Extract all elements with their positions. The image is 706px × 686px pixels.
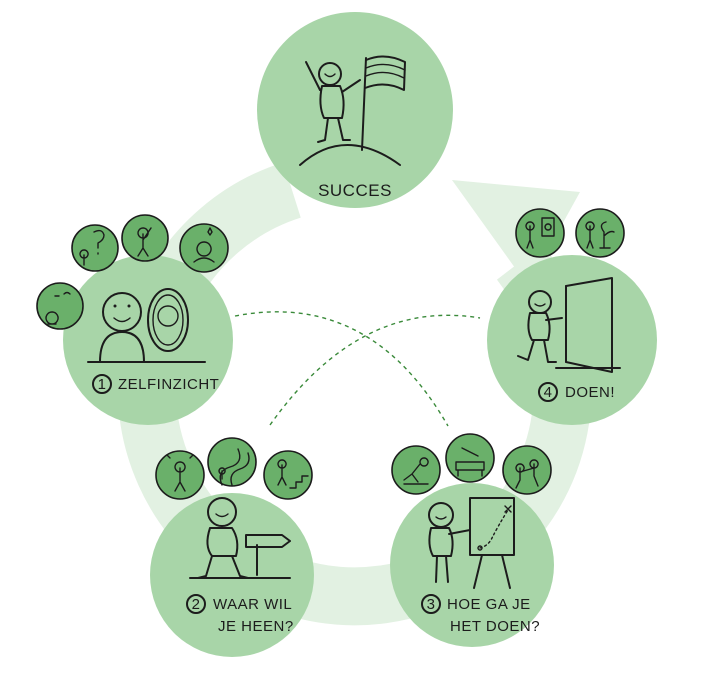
step-4-number: 4 xyxy=(544,384,553,401)
open-door-icon xyxy=(517,277,621,373)
plant-caring-icon xyxy=(575,208,625,258)
couch-icon xyxy=(445,433,495,483)
summit-flag-icon xyxy=(299,55,406,166)
step-2-waar-wil-je-heen: 2 WAAR WIL JE HEEN? xyxy=(150,493,314,657)
walker-signpost-icon xyxy=(189,497,291,579)
step-2-line-1: WAAR WIL xyxy=(213,596,292,613)
step-2-number: 2 xyxy=(192,596,201,613)
step-1-mini-icons xyxy=(36,214,229,330)
step-2-mini-icons xyxy=(155,437,313,500)
step-4-doen: 4 DOEN! xyxy=(487,255,657,425)
step-3-line-2: HET DOEN? xyxy=(450,618,540,635)
mirror-people-icon xyxy=(515,208,565,258)
step-2-line-2: JE HEEN? xyxy=(218,618,294,635)
step-1-label: ZELFINZICHT xyxy=(118,376,219,393)
succes-label: SUCCES xyxy=(318,181,392,200)
money-thoughts-icon xyxy=(36,282,84,330)
step-center-succes: SUCCES xyxy=(257,12,453,208)
step-1-zelfinzicht: 1 ZELFINZICHT xyxy=(63,255,233,425)
self-mirror-icon xyxy=(87,288,206,363)
step-3-mini-icons xyxy=(391,433,552,495)
step-4-label: DOEN! xyxy=(565,384,615,401)
step-1-number: 1 xyxy=(98,376,107,393)
step-4-mini-icons xyxy=(515,208,625,258)
dashed-connectors xyxy=(234,311,481,427)
step-3-line-1: HOE GA JE xyxy=(447,596,531,613)
step-3-hoe-ga-je-het-doen: 3 HOE GA JE HET DOEN? xyxy=(390,483,554,647)
happy-heart-icon xyxy=(179,223,229,273)
planning-board-icon xyxy=(428,497,515,589)
step-3-number: 3 xyxy=(427,596,436,613)
climbing-stairs-icon xyxy=(263,450,313,500)
